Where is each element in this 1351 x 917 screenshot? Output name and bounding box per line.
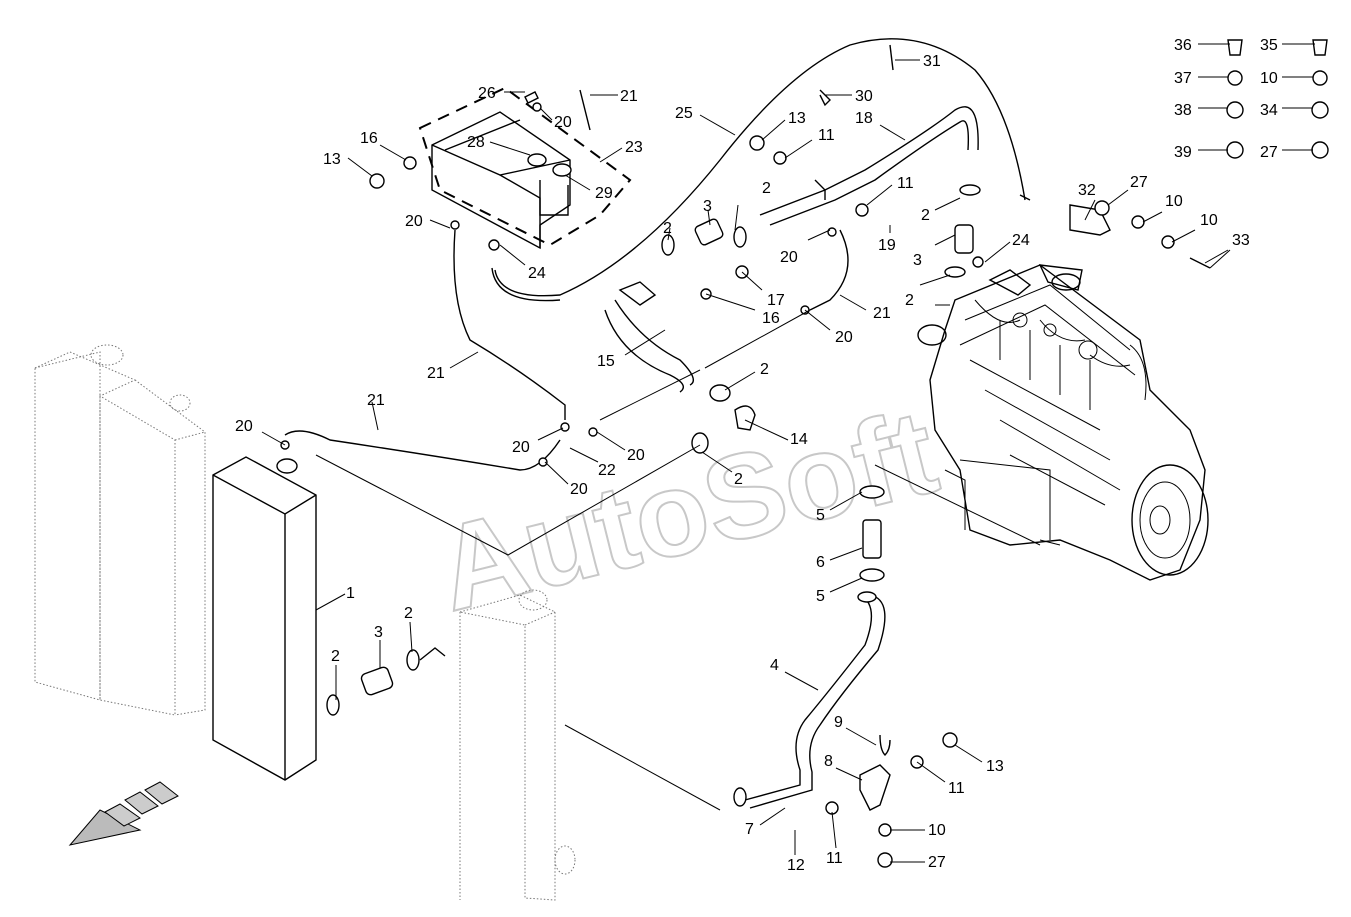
callout-35: 35 — [1260, 37, 1278, 54]
callout-24: 24 — [528, 265, 546, 282]
callout-27: 27 — [1130, 174, 1148, 191]
callout-19: 19 — [878, 237, 896, 254]
callout-39: 39 — [1174, 144, 1192, 161]
callout-2: 2 — [404, 605, 413, 622]
callout-10: 10 — [928, 822, 946, 839]
callout-12: 12 — [787, 857, 805, 874]
callout-20: 20 — [235, 418, 253, 435]
callout-13: 13 — [323, 151, 341, 168]
callout-leaders — [261, 43, 1315, 863]
callout-21: 21 — [873, 305, 891, 322]
callout-5: 5 — [816, 588, 825, 605]
callout-17: 17 — [767, 292, 785, 309]
callout-21: 21 — [620, 88, 638, 105]
callout-21: 21 — [427, 365, 445, 382]
callout-11: 11 — [826, 850, 843, 867]
callout-20: 20 — [405, 213, 423, 230]
callout-10: 10 — [1260, 70, 1278, 87]
callout-labels: 36 35 37 10 38 34 39 27 31 30 26 21 20 2… — [235, 37, 1278, 874]
assembly-guide-lines — [315, 304, 1041, 811]
callout-2: 2 — [760, 361, 769, 378]
callout-2: 2 — [921, 207, 930, 224]
callout-32: 32 — [1078, 182, 1096, 199]
callout-20: 20 — [627, 447, 645, 464]
callout-11: 11 — [818, 127, 835, 144]
callout-2: 2 — [331, 648, 340, 665]
callout-3: 3 — [703, 198, 712, 215]
callout-24: 24 — [1012, 232, 1030, 249]
callout-11: 11 — [897, 175, 914, 192]
engine-assembly — [917, 264, 1209, 581]
callout-16: 16 — [360, 130, 378, 147]
callout-2: 2 — [734, 471, 743, 488]
callout-8: 8 — [824, 753, 833, 770]
callout-13: 13 — [986, 758, 1004, 775]
callout-22: 22 — [598, 462, 616, 479]
callout-30: 30 — [855, 88, 873, 105]
callout-5: 5 — [816, 507, 825, 524]
hoses-and-pipes — [284, 38, 1031, 809]
fittings — [280, 39, 1329, 868]
callout-10: 10 — [1200, 212, 1218, 229]
callout-38: 38 — [1174, 102, 1192, 119]
callout-31: 31 — [923, 53, 941, 70]
callout-36: 36 — [1174, 37, 1192, 54]
callout-16: 16 — [762, 310, 780, 327]
callout-14: 14 — [790, 431, 808, 448]
callout-34: 34 — [1260, 102, 1278, 119]
callout-3: 3 — [913, 252, 922, 269]
callout-11: 11 — [948, 780, 965, 797]
callout-13: 13 — [788, 110, 806, 127]
callout-20: 20 — [780, 249, 798, 266]
callout-20: 20 — [835, 329, 853, 346]
callout-15: 15 — [597, 353, 615, 370]
callout-10: 10 — [1165, 193, 1183, 210]
callout-9: 9 — [834, 714, 843, 731]
callout-37: 37 — [1174, 70, 1192, 87]
callout-20: 20 — [570, 481, 588, 498]
callout-4: 4 — [770, 657, 779, 674]
front-direction-arrow-icon — [68, 781, 179, 846]
radiator-part-1 — [212, 456, 317, 781]
callout-3: 3 — [374, 624, 383, 641]
callout-6: 6 — [816, 554, 825, 571]
callout-33: 33 — [1232, 232, 1250, 249]
center-radiator-outline — [459, 589, 576, 901]
callout-2: 2 — [905, 292, 914, 309]
callout-27: 27 — [928, 854, 946, 871]
callout-20: 20 — [554, 114, 572, 131]
callout-28: 28 — [467, 134, 485, 151]
callout-7: 7 — [745, 821, 754, 838]
callout-1: 1 — [346, 585, 355, 602]
callout-26: 26 — [478, 85, 496, 102]
callout-2: 2 — [762, 180, 771, 197]
callout-25: 25 — [675, 105, 693, 122]
rear-radiator-outline — [34, 344, 206, 716]
expansion-tank-bracket — [418, 86, 632, 250]
callout-21: 21 — [367, 392, 385, 409]
callout-29: 29 — [595, 185, 613, 202]
callout-23: 23 — [625, 139, 643, 156]
callout-27: 27 — [1260, 144, 1278, 161]
callout-20: 20 — [512, 439, 530, 456]
callout-2: 2 — [663, 220, 672, 237]
callout-18: 18 — [855, 110, 873, 127]
